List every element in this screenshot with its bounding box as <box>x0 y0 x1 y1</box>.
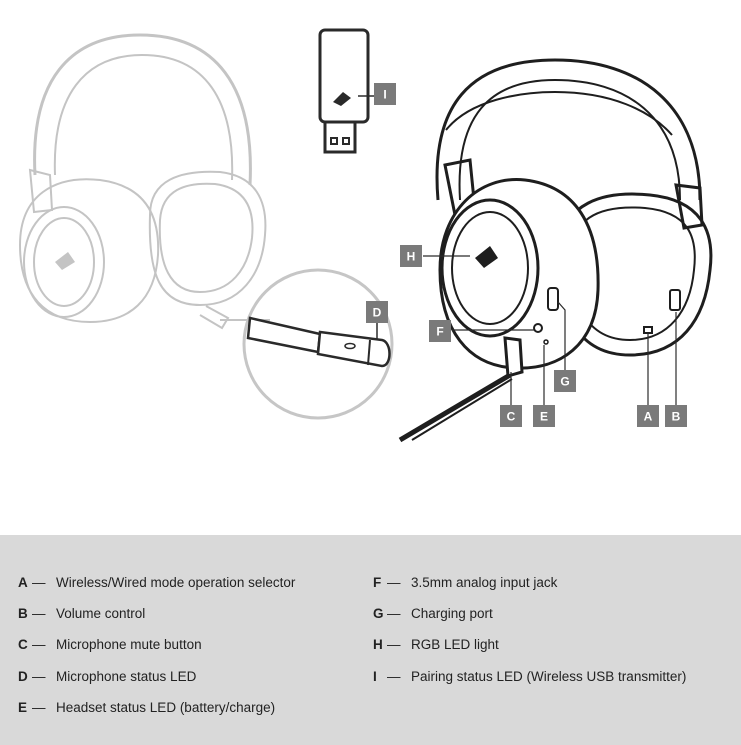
legend-text: Headset status LED (battery/charge) <box>56 700 276 715</box>
legend-item-g: G— Charging port <box>373 606 493 621</box>
legend-item-a: A — Wireless/Wired mode operation selector <box>18 575 295 590</box>
legend-letter: E <box>18 700 28 715</box>
legend-separator: — <box>387 637 401 652</box>
legend-letter: D <box>18 669 28 684</box>
legend-letter: I <box>373 669 377 684</box>
callout-C: C <box>500 405 522 427</box>
usb-transmitter <box>318 28 374 154</box>
legend-separator: — <box>32 700 46 715</box>
diagram-svg: I H D F G C E A B <box>18 28 713 443</box>
callout-label: A <box>644 410 653 424</box>
right-headset <box>398 58 713 443</box>
left-headset <box>18 33 267 330</box>
callout-label: E <box>540 410 548 424</box>
legend-separator: — <box>32 575 46 590</box>
callout-label: H <box>407 250 416 264</box>
callout-label: B <box>672 410 681 424</box>
legend-letter: C <box>18 637 28 652</box>
legend-separator: — <box>32 637 46 652</box>
legend-text: Pairing status LED (Wireless USB transmi… <box>411 669 687 684</box>
callout-B: B <box>665 405 687 427</box>
legend-separator: — <box>387 669 401 684</box>
legend-item-e: E — Headset status LED (battery/charge) <box>18 700 275 715</box>
leader-lines <box>423 255 677 405</box>
legend-text: RGB LED light <box>411 637 499 652</box>
legend-separator: — <box>387 606 401 621</box>
legend-text: 3.5mm analog input jack <box>411 575 558 590</box>
legend-separator: — <box>32 606 46 621</box>
legend-text: Charging port <box>411 606 493 621</box>
legend-text: Volume control <box>56 606 146 621</box>
legend-panel: A — Wireless/Wired mode operation selector… <box>0 535 741 745</box>
legend-separator: — <box>387 575 401 590</box>
legend-letter: F <box>373 575 382 590</box>
callout-D: D <box>366 301 388 323</box>
legend-text: Microphone mute button <box>56 637 202 652</box>
legend-letter: A <box>18 575 28 590</box>
legend-item-i: I — Pairing status LED (Wireless USB trans… <box>373 669 686 684</box>
legend-text: Wireless/Wired mode operation selector <box>56 575 296 590</box>
callout-label: C <box>507 410 516 424</box>
callout-label: G <box>560 375 569 389</box>
legend-item-f: F — 3.5mm analog input jack <box>373 575 557 590</box>
legend-item-c: C — Microphone mute button <box>18 637 202 652</box>
legend-item-h: H — RGB LED light <box>373 637 499 652</box>
microphone-boom <box>246 316 391 368</box>
legend-separator: — <box>32 669 46 684</box>
callout-label: D <box>373 306 382 320</box>
legend-text: Microphone status LED <box>56 669 197 684</box>
callout-F: F <box>429 320 451 342</box>
callout-G: G <box>554 370 576 392</box>
headset-diagram: I H D F G C E A B <box>18 28 713 443</box>
callout-label: I <box>383 88 386 102</box>
legend-letter: G <box>373 606 384 621</box>
callout-E: E <box>533 405 555 427</box>
callout-I: I <box>374 83 396 105</box>
legend-letter: B <box>18 606 28 621</box>
callout-A: A <box>637 405 659 427</box>
legend-letter: H <box>373 637 383 652</box>
callout-label: F <box>436 325 443 339</box>
legend-item-d: D — Microphone status LED <box>18 669 196 684</box>
legend-item-b: B — Volume control <box>18 606 145 621</box>
callout-H: H <box>400 245 422 267</box>
